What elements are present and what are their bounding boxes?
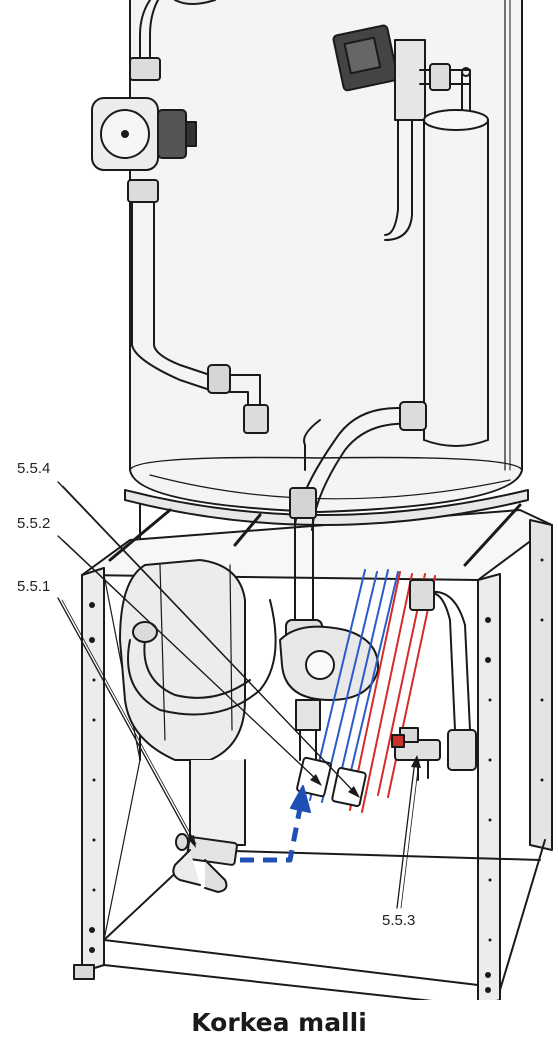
callout-5-5-4: 5.5.4 — [17, 460, 51, 477]
callout-5-5-3: 5.5.3 — [382, 912, 416, 929]
leader-arrowheads — [187, 755, 421, 848]
figure-caption: Korkea malli — [191, 1008, 367, 1037]
heat-pump-installation-diagram — [57, 0, 553, 1000]
top-pipe-assembly — [127, 0, 216, 391]
leader-lines — [57, 481, 420, 909]
valve-icon — [332, 24, 471, 241]
callout-5-5-1: 5.5.1 — [17, 578, 51, 595]
central-pump-group — [279, 487, 380, 761]
support-frame — [73, 504, 553, 1000]
frame-screws — [89, 558, 544, 993]
circulation-pump-icon — [91, 97, 197, 171]
right-hook-pipe — [409, 579, 477, 771]
expansion-unit — [119, 559, 277, 846]
strainer-filter-icon — [172, 833, 238, 893]
flow-arrow — [240, 785, 311, 863]
callout-5-5-2: 5.5.2 — [17, 515, 51, 532]
left-pipe-fittings — [207, 364, 269, 434]
drain-valve-icon — [391, 727, 441, 781]
insulated-pipe — [294, 109, 489, 531]
